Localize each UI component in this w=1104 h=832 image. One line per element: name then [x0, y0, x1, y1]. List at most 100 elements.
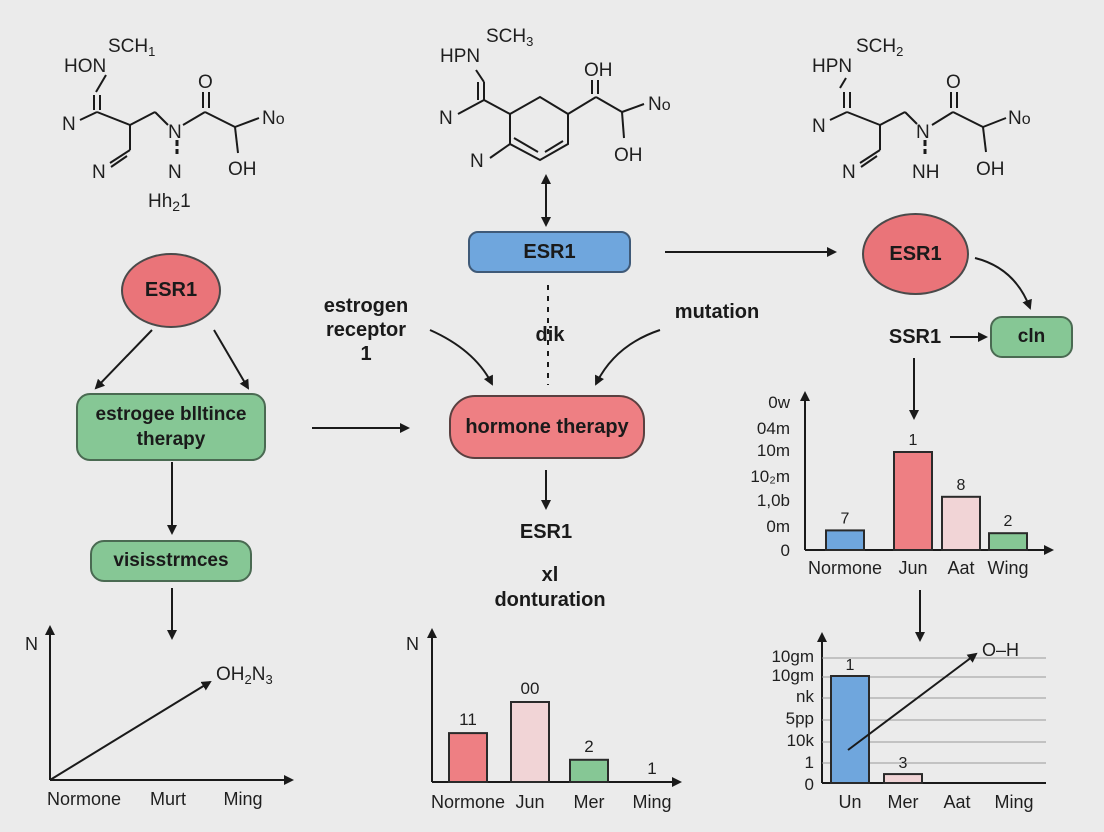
chart3-value-label: 7 [841, 510, 850, 527]
struct-middle-no: No [648, 94, 671, 115]
struct-right-ketone-o: O [946, 72, 961, 93]
struct-right-n2: N [842, 162, 856, 183]
struct-right-oh: OH [976, 159, 1005, 180]
struct-right-group-top: HPN [812, 56, 852, 77]
mutation-label: mutation [674, 301, 760, 323]
struct-left-n1: N [62, 114, 76, 135]
chart3-value-label: 2 [1004, 513, 1013, 530]
visits-node: visisstrmces [90, 540, 252, 582]
arrow-esr1-to-therapy-left [94, 329, 153, 390]
structure-right [829, 77, 1007, 168]
chart2-x-tick: Ming [632, 792, 671, 812]
struct-left-caption: Hh21 [148, 191, 191, 214]
chart2-bar [448, 732, 488, 783]
chart2-value-label: 1 [647, 759, 656, 778]
chart3-value-label: 1 [909, 432, 918, 449]
estrogen-receptor-label: estrogen receptor 1 [306, 294, 426, 366]
struct-left-n-center: N [168, 122, 182, 143]
chart4-y-tick: 5pp [786, 709, 814, 728]
chart3-y-tick: 04m [757, 419, 790, 438]
receptor-line-2: receptor [325, 319, 407, 341]
hormone-therapy-node: hormone therapy [449, 395, 645, 459]
chart2-x-tick: Normone [431, 792, 505, 812]
chart2-value-label: 00 [521, 679, 540, 698]
chart4-x-tick: Aat [943, 792, 970, 812]
struct-right-nh: NH [912, 162, 939, 183]
chart2-x-tick: Jun [515, 792, 544, 812]
arrow-esr1-to-therapy-right [213, 329, 250, 390]
chart1-y-label: N [25, 634, 38, 654]
receptor-line-3: 1 [360, 343, 372, 365]
struct-middle-oh-top: OH [584, 60, 613, 81]
arrow-mutation-to-hormone [595, 329, 661, 386]
chart4-value-label: 1 [846, 657, 855, 674]
struct-left-n2: N [92, 162, 106, 183]
chart4-trend-label: O–H [982, 640, 1019, 660]
chart4-bar [830, 675, 870, 784]
esr1-node-left: ESR1 [121, 253, 221, 328]
esr1-node-right: ESR1 [862, 213, 969, 295]
chart1-series-line [49, 680, 212, 781]
chart2-value-label: 11 [459, 710, 477, 729]
chart2-x-tick: Mer [574, 792, 605, 812]
chart4-y-tick: 10k [787, 731, 815, 750]
chart4-x-tick: Ming [994, 792, 1033, 812]
therapy-node-left: estrogee blltince therapy [76, 393, 266, 461]
cln-node: cln [990, 316, 1073, 358]
struct-left-no: No [262, 108, 285, 129]
chart3-y-tick: 0 [781, 541, 790, 560]
arrow-circle-to-cln [974, 257, 1032, 310]
chart2-bar [569, 758, 609, 783]
chart4-y-tick: 10gm [771, 647, 814, 666]
donturation-label: donturation [494, 589, 606, 611]
chart3-y-tick: 0w [768, 393, 790, 412]
chart3-value-label: 8 [957, 477, 966, 494]
chart2-bar [510, 701, 550, 783]
chart3-x-tick: Normone [808, 558, 882, 578]
chart3-bar [988, 532, 1028, 552]
struct-right-no: No [1008, 108, 1031, 129]
chart4-y-tick: nk [796, 687, 814, 706]
struct-middle-n2: N [470, 151, 484, 172]
esr1-below-label: ESR1 [519, 521, 573, 543]
struct-left-oh: OH [228, 159, 257, 180]
ssr1-label: SSR1 [888, 326, 942, 348]
struct-middle-oh-bottom: OH [614, 145, 643, 166]
chart1-x-tick: Normone [47, 789, 121, 809]
chart4-y-tick: 0 [805, 775, 814, 794]
chart3-bar [825, 529, 865, 552]
structure-middle [457, 69, 645, 162]
chart4-y-tick: 10gm [771, 666, 814, 685]
chart4-x-tick: Un [838, 792, 861, 812]
chart3-bar [893, 451, 933, 551]
chart3-y-tick: 10m [757, 441, 790, 460]
chart2-value-label: 2 [584, 737, 593, 756]
struct-middle-methyl: SCH3 [486, 26, 533, 49]
struct-middle-n1: N [439, 108, 453, 129]
struct-right-methyl: SCH2 [856, 36, 903, 59]
chart1-x-tick: Ming [223, 789, 262, 809]
chart1-x-tick: Murt [150, 789, 186, 809]
arrow-receptor-to-hormone [429, 329, 493, 386]
dik-label: dik [535, 324, 565, 346]
chart2-y-label: N [406, 634, 419, 654]
chart3-x-tick: Wing [987, 558, 1028, 578]
chart3-x-tick: Jun [898, 558, 927, 578]
chart3-y-tick: 0m [766, 517, 790, 536]
chart3-bar [941, 495, 981, 551]
esr1-node-middle: ESR1 [468, 231, 631, 273]
chart3-y-tick: 10₂m [750, 467, 790, 486]
chart3-x-tick: Aat [947, 558, 974, 578]
struct-right-n-center: N [916, 122, 930, 143]
chart4-bar [883, 773, 923, 784]
struct-left-ketone-o: O [198, 72, 213, 93]
struct-middle-group-top: HPN [440, 46, 480, 67]
chart4-value-label: 3 [899, 755, 908, 772]
flow-arrows [94, 174, 1032, 642]
struct-right-n1: N [812, 116, 826, 137]
